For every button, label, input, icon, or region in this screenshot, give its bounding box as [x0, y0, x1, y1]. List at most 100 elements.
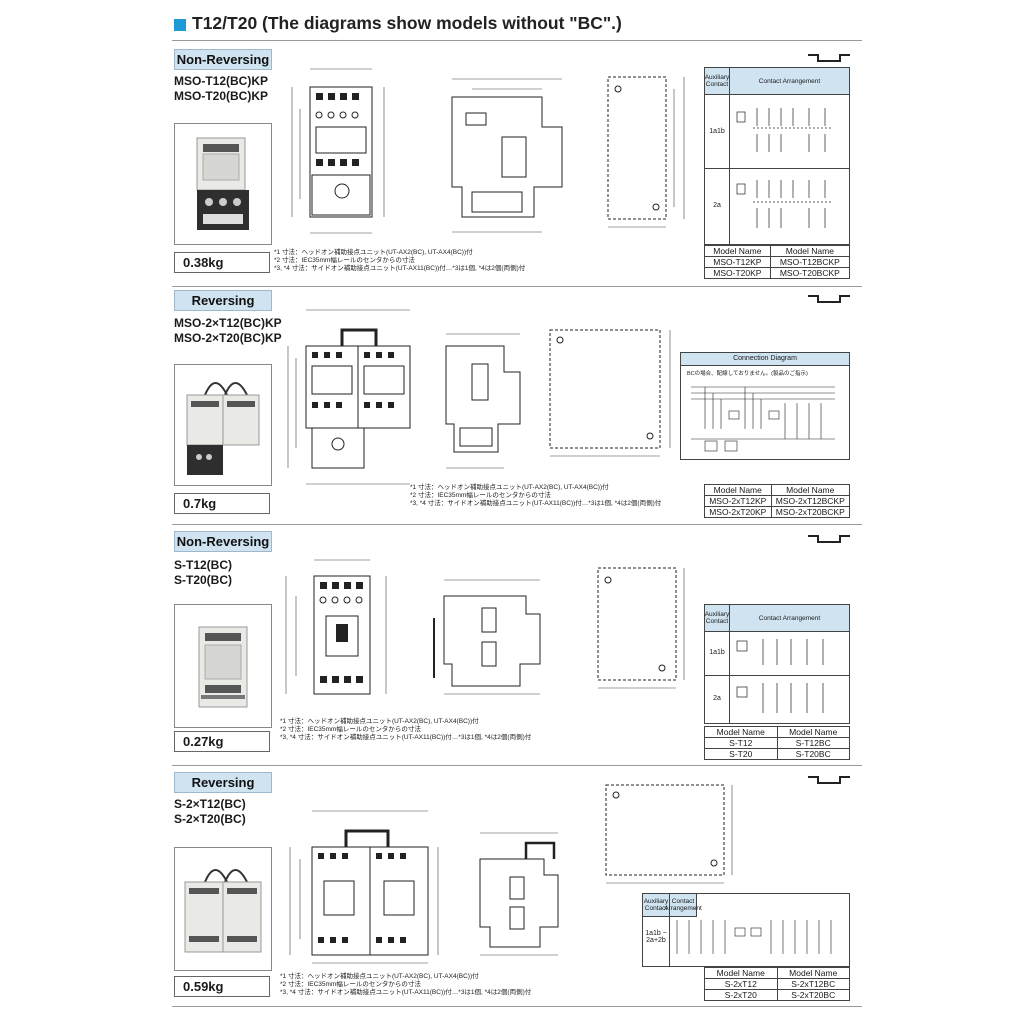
section-s-2xt12-reversing: Reversing S-2×T12(BC) S-2×T20(BC) 0.59kg: [172, 769, 862, 1005]
footnote: *2 寸法：IEC35mm幅レールのセンタからの寸法: [280, 726, 421, 733]
model-table-cell: MSO-2xT20BCKP: [770, 506, 851, 518]
section-divider: [172, 1006, 862, 1007]
section-divider: [172, 765, 862, 766]
footnotes: *1 寸法：ヘッドオン補助接点ユニット(UT-AX2(BC), UT-AX4(B…: [280, 973, 531, 997]
model-table-header: Model Name: [704, 484, 772, 496]
product-photo: [174, 364, 272, 486]
model-table-header: Model Name: [704, 245, 771, 257]
contact-arrangement-table: Auxiliary Contact Contact Arrangement 1a…: [704, 67, 850, 245]
section-mso-t12-nonreversing: Non-Reversing MSO-T12(BC)KP MSO-T20(BC)K…: [172, 45, 862, 285]
ct-header-arrangement: Contact Arrangement: [730, 605, 849, 632]
ct-row-label: 2a: [713, 202, 721, 209]
model-table-header: Model Name: [704, 967, 778, 979]
ct-header-aux: Auxiliary Contact: [643, 894, 670, 917]
model-table-cell: S-T20: [704, 748, 778, 760]
ct-row-label: 1a1b: [709, 128, 725, 135]
model-names: S-2×T12(BC) S-2×T20(BC): [174, 797, 246, 827]
footnote: *1 寸法：ヘッドオン補助接点ユニット(UT-AX2(BC), UT-AX4(B…: [280, 973, 479, 980]
model-table-cell: MSO-2xT20KP: [704, 506, 772, 518]
connection-diagram-header: Connection Diagram: [681, 353, 849, 366]
ct-header-aux: Auxiliary Contact: [705, 68, 730, 95]
model-table-cell: MSO-T20BCKP: [769, 267, 851, 279]
footnotes: *1 寸法：ヘッドオン補助接点ユニット(UT-AX2(BC), UT-AX4(B…: [410, 484, 661, 508]
weight-label: 0.38kg: [174, 252, 270, 273]
din-rail-icon: [808, 776, 850, 784]
model-table-cell: MSO-T20KP: [704, 267, 771, 279]
footnotes: *1 寸法：ヘッドオン補助接点ユニット(UT-AX2(BC), UT-AX4(B…: [280, 718, 531, 742]
footnote: *3, *4 寸法：サイドオン補助接点ユニット(UT-AX11(BC))付…*3…: [280, 989, 532, 996]
footnote: *2 寸法：IEC35mm幅レールのセンタからの寸法: [410, 492, 551, 499]
section-divider: [172, 524, 862, 525]
section-tag: Reversing: [174, 290, 272, 311]
weight-label: 0.59kg: [174, 976, 270, 997]
model-name: S-T12(BC): [174, 558, 233, 572]
model-name: MSO-2×T12(BC)KP: [174, 316, 282, 330]
product-photo: [174, 847, 272, 971]
section-divider: [172, 286, 862, 287]
front-view-drawing: [272, 799, 452, 969]
front-view-drawing: [272, 298, 432, 498]
weight-label: 0.7kg: [174, 493, 270, 514]
connection-diagram: Connection Diagram BCの場合、配線しておりません。(製品のご…: [680, 352, 850, 460]
contact-schematic: [736, 639, 824, 713]
footnote: *1 寸法：ヘッドオン補助接点ユニット(UT-AX2(BC), UT-AX4(B…: [410, 484, 609, 491]
model-table-header: Model Name: [776, 967, 850, 979]
model-table-cell: S-2xT20BC: [776, 989, 850, 1001]
model-table-cell: S-2xT20: [704, 989, 778, 1001]
model-names: S-T12(BC) S-T20(BC): [174, 558, 232, 588]
section-s-t12-nonreversing: Non-Reversing S-T12(BC) S-T20(BC) 0.27kg: [172, 528, 862, 764]
contact-schematic: [736, 108, 833, 228]
front-view-drawing: [272, 49, 412, 249]
footnote: *2 寸法：IEC35mm幅レールのセンタからの寸法: [280, 981, 421, 988]
side-view-drawing: [430, 568, 560, 698]
footnote: *1 寸法：ヘッドオン補助接点ユニット(UT-AX2(BC), UT-AX4(B…: [274, 249, 473, 256]
model-name: MSO-T12(BC)KP: [174, 74, 269, 88]
model-table-cell: S-T12: [704, 737, 778, 749]
model-table-header: Model Name: [704, 726, 778, 738]
product-photo: [174, 123, 272, 245]
model-table-cell: MSO-2xT12KP: [704, 495, 772, 507]
product-photo: [174, 604, 272, 728]
model-name: S-T20(BC): [174, 573, 233, 587]
back-view-drawing: [594, 67, 694, 242]
din-rail-icon: [808, 535, 850, 543]
front-view-drawing: [272, 546, 412, 706]
footnotes: *1 寸法：ヘッドオン補助接点ユニット(UT-AX2(BC), UT-AX4(B…: [274, 249, 525, 273]
side-view-drawing: [440, 328, 540, 478]
footnote: *3, *4 寸法：サイドオン補助接点ユニット(UT-AX11(BC))付…*3…: [410, 500, 662, 507]
model-name: MSO-T20(BC)KP: [174, 89, 269, 103]
footnote: *2 寸法：IEC35mm幅レールのセンタからの寸法: [274, 257, 415, 264]
model-table-header: Model Name: [776, 726, 850, 738]
page-title: T12/T20 (The diagrams show models withou…: [192, 13, 622, 33]
din-rail-icon: [808, 54, 850, 62]
model-table-cell: S-2xT12BC: [776, 978, 850, 990]
model-name: S-2×T12(BC): [174, 797, 246, 811]
weight-label: 0.27kg: [174, 731, 270, 752]
model-table-header: Model Name: [769, 245, 851, 257]
ct-row-label: 2a: [713, 695, 721, 702]
section-mso-2xt12-reversing: Reversing MSO-2×T12(BC)KP MSO-2×T20(BC)K…: [172, 288, 862, 522]
title-marker-icon: [174, 19, 186, 31]
footnote: *3, *4 寸法：サイドオン補助接点ユニット(UT-AX11(BC))付…*3…: [280, 734, 532, 741]
model-table-cell: S-T12BC: [776, 737, 850, 749]
footnote: *1 寸法：ヘッドオン補助接点ユニット(UT-AX2(BC), UT-AX4(B…: [280, 718, 479, 725]
model-table-cell: MSO-2xT12BCKP: [770, 495, 851, 507]
contact-arrangement-table: Auxiliary Contact Contact Arrangement 1a…: [642, 893, 850, 967]
section-tag: Non-Reversing: [174, 49, 272, 70]
back-view-drawing: [532, 318, 692, 468]
back-view-drawing: [592, 779, 742, 889]
connection-note: BCの場合、配線しておりません。(製品のご指示): [687, 371, 808, 377]
model-table-cell: MSO-T12KP: [704, 256, 771, 268]
back-view-drawing: [588, 564, 698, 694]
model-table-header: Model Name: [770, 484, 851, 496]
side-view-drawing: [470, 829, 580, 959]
model-name: S-2×T20(BC): [174, 812, 246, 826]
ct-header-arrangement: Contact Arrangement: [664, 894, 702, 917]
section-tag: Reversing: [174, 772, 272, 793]
model-table-cell: S-2xT12: [704, 978, 778, 990]
contact-arrangement-table: Auxiliary Contact Contact Arrangement 1a…: [704, 604, 850, 724]
